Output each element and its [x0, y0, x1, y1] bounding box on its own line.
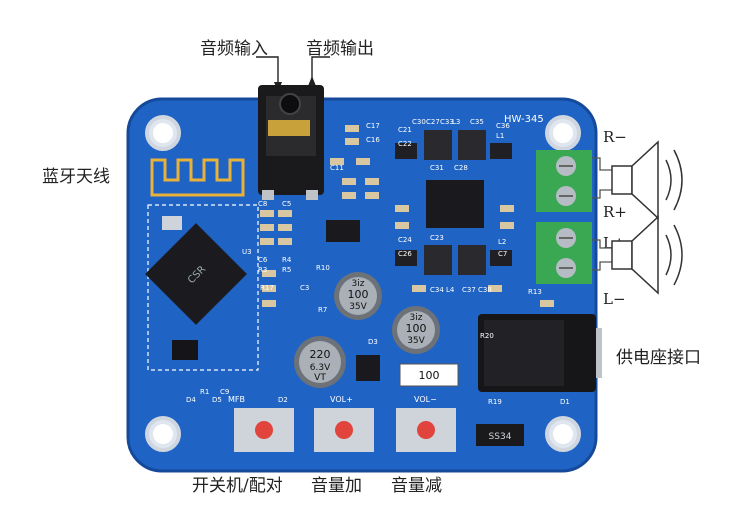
callout-arrows	[256, 56, 330, 85]
power-pair-label: 开关机/配对	[192, 476, 283, 496]
audio-jack-gold	[268, 120, 310, 136]
diode-label: SS34	[489, 432, 512, 442]
silkscreen-text: R20	[480, 332, 494, 340]
cap-220-value: 220	[310, 348, 331, 361]
vol-down-label: 音量减	[391, 476, 442, 496]
cap-a-value: 100	[348, 288, 369, 301]
audio-input-label: 音频输入	[200, 39, 268, 59]
bt-chip	[145, 223, 247, 325]
arrow-up-icon	[308, 76, 316, 86]
smd-components	[260, 125, 554, 307]
silkscreen-text: C3	[300, 284, 309, 292]
silkscreen-text: R19	[488, 398, 502, 406]
silkscreen-text: C7	[498, 250, 507, 258]
amplifier-chip	[426, 180, 484, 228]
silkscreen-text: C6	[258, 256, 268, 264]
bluetooth-antenna-label: 蓝牙天线	[42, 167, 110, 187]
silkscreen-text: C28	[454, 164, 468, 172]
silkscreen-text: R5	[282, 266, 291, 274]
cap-220-series: VT	[314, 373, 326, 383]
resistor-value: 100	[419, 369, 440, 382]
vol-down-button[interactable]	[396, 408, 456, 452]
silkscreen-text: R7	[318, 306, 327, 314]
silkscreen-text: D5	[212, 396, 222, 404]
diode-ss34	[476, 424, 524, 446]
silkscreen-text: C5	[282, 200, 291, 208]
board-model: HW-345	[504, 114, 544, 125]
silkscreen-text: R17	[260, 284, 274, 292]
silkscreen-text: R1	[200, 388, 209, 396]
silkscreen-text: C30	[412, 118, 426, 126]
silkscreen-text: R3	[258, 266, 267, 274]
power-jack-label: 供电座接口	[616, 348, 701, 368]
left-minus-label: L−	[603, 290, 626, 308]
silkscreen-text: C24	[398, 236, 412, 244]
capacitor-100-b	[392, 306, 440, 354]
silkscreen-text: L2	[498, 238, 506, 246]
bt-crystal	[162, 216, 182, 230]
resistor-100	[399, 363, 459, 387]
silkscreen-text: R4	[282, 256, 292, 264]
silkscreen-text: L1	[496, 132, 504, 140]
silkscreen-text: D4	[186, 396, 196, 404]
silkscreen-text: R10	[316, 264, 330, 272]
silkscreen-text: C36	[496, 122, 510, 130]
cap-a-series: 3iz	[352, 279, 365, 289]
capacitor-100-a	[334, 272, 382, 320]
capacitor-220	[294, 336, 346, 388]
silkscreen-text: L3	[452, 118, 460, 126]
silkscreen-text: C26	[398, 250, 412, 258]
silkscreen-text: L4	[446, 286, 455, 294]
silkscreen-text: C17	[366, 122, 380, 130]
silkscreen-text: C37	[462, 286, 476, 294]
button-label-volup: VOL+	[330, 395, 353, 404]
terminal-right	[536, 150, 592, 212]
speaker-right-icon	[611, 140, 683, 220]
button-label-mfb: MFB	[228, 395, 245, 404]
silkscreen-text: D3	[368, 338, 378, 346]
cap-a-rating: 35V	[349, 302, 367, 312]
silkscreen-text: C38	[478, 286, 492, 294]
right-minus-label: R−	[603, 128, 627, 146]
silkscreen-text: C31	[430, 164, 444, 172]
silkscreen-text: C34	[430, 286, 444, 294]
silkscreen-text: C22	[398, 140, 412, 148]
cap-b-value: 100	[406, 322, 427, 335]
cap-b-series: 3iz	[410, 313, 423, 323]
vol-up-label: 音量加	[311, 476, 362, 496]
silkscreen-text: C35	[470, 118, 484, 126]
silkscreen-text: U3	[242, 248, 252, 256]
cap-220-rating: 6.3V	[310, 363, 331, 373]
silkscreen-text: C33	[440, 118, 454, 126]
bt-module-area	[147, 204, 259, 371]
mounting-holes	[145, 115, 581, 452]
pcb-edge	[126, 97, 598, 473]
silkscreen-text: C23	[430, 234, 444, 242]
cap-b-rating: 35V	[407, 336, 425, 346]
silkscreen-text: C11	[330, 164, 344, 172]
silkscreen-text: C9	[220, 388, 229, 396]
vol-up-button[interactable]	[314, 408, 374, 452]
terminal-left	[536, 222, 592, 284]
audio-output-label: 音频输出	[306, 39, 374, 59]
bt-small-chip	[172, 340, 198, 360]
silkscreen-text: C21	[398, 126, 412, 134]
silkscreen-text: D1	[560, 398, 570, 406]
button-label-voldown: VOL−	[414, 395, 437, 404]
silkscreen-text: C8	[258, 200, 267, 208]
speaker-left-icon	[611, 215, 683, 295]
mfb-button[interactable]	[234, 408, 294, 452]
right-plus-label: R+	[603, 203, 627, 221]
antenna-trace	[150, 158, 245, 197]
regulator-chip	[326, 220, 360, 242]
speaker-wires	[592, 157, 612, 271]
silkscreen-text: C16	[366, 136, 380, 144]
silkscreen-text: R13	[528, 288, 542, 296]
u3-chip	[356, 355, 380, 381]
silkscreen-text: C27	[426, 118, 440, 126]
inductors	[395, 130, 512, 275]
silkscreen-text: D2	[278, 396, 288, 404]
